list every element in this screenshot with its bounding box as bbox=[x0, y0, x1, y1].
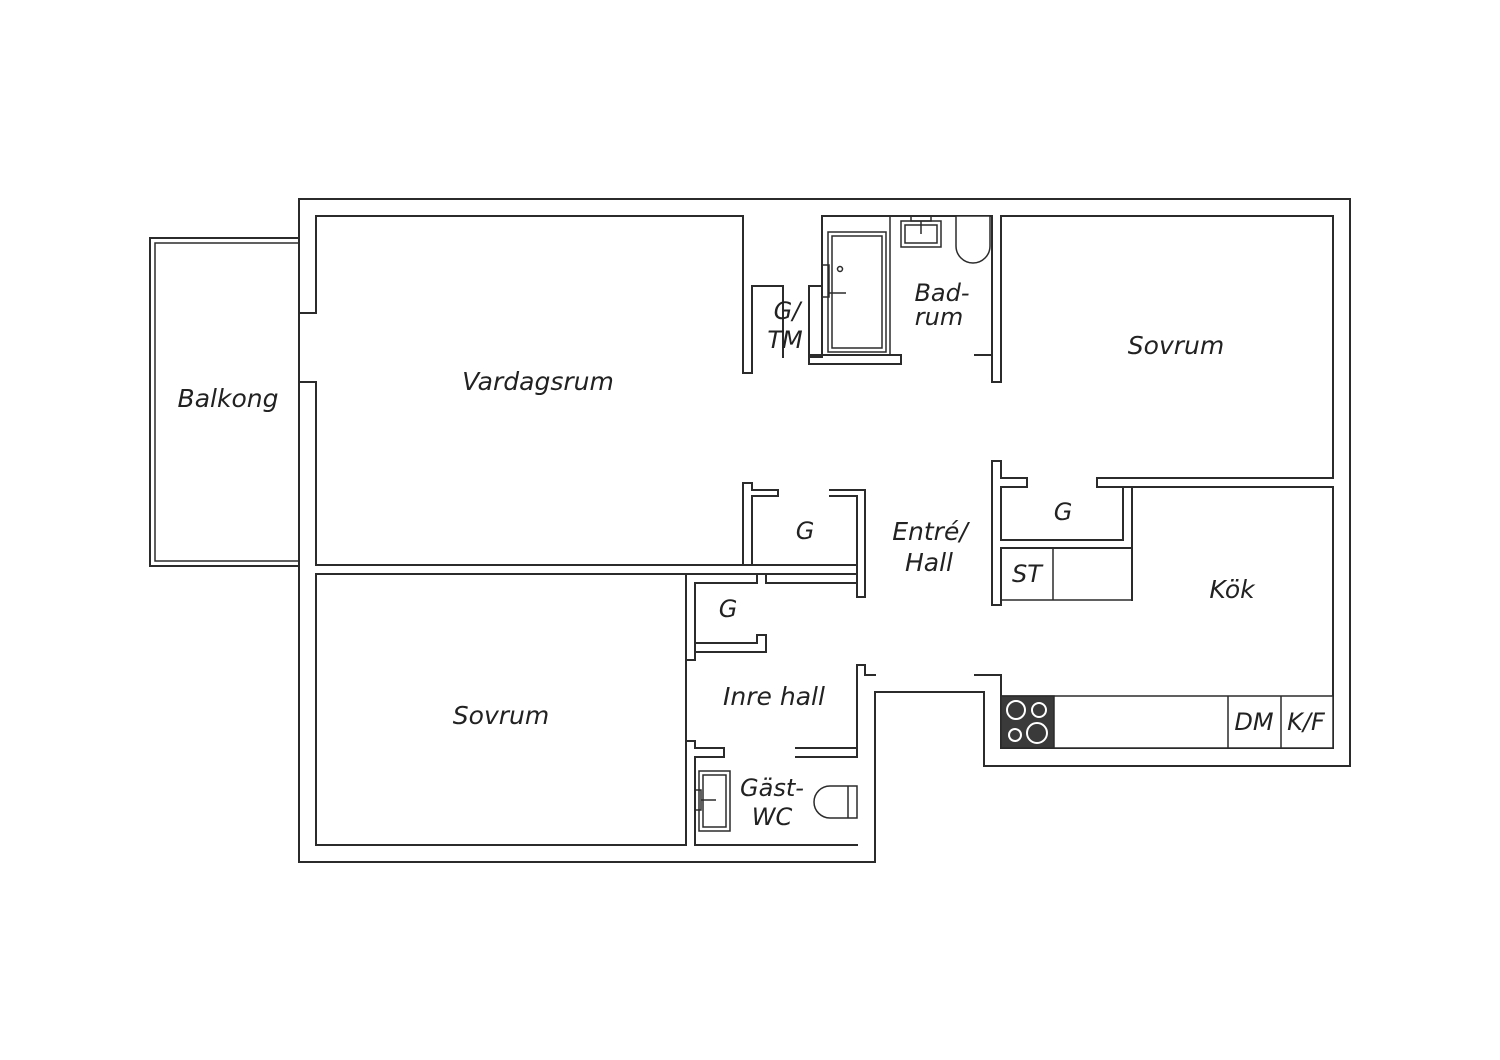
bathroom-zone bbox=[751, 215, 1002, 383]
bedroom-right-label: Sovrum bbox=[1128, 331, 1224, 360]
storage-cabinet bbox=[1000, 547, 1133, 601]
toilet-icon bbox=[955, 215, 991, 264]
center-closets bbox=[685, 482, 866, 661]
shower-icon bbox=[827, 231, 887, 353]
entrance-label-line1: Entré/ bbox=[892, 517, 970, 546]
bathroom-label-line1: Bad- bbox=[914, 279, 969, 307]
outer-wall-outline bbox=[298, 198, 1351, 863]
inner-hall-label: Inre hall bbox=[723, 682, 825, 711]
stove-burner-2 bbox=[1031, 702, 1047, 718]
storage-label: ST bbox=[1012, 560, 1044, 588]
entrance-label-line2: Hall bbox=[905, 548, 953, 577]
bedroom-right-wall bbox=[1000, 215, 1334, 749]
closet-right-label: G bbox=[1054, 498, 1073, 526]
closet-tm-wall bbox=[751, 285, 784, 374]
closet-mid-right-wall bbox=[751, 495, 858, 566]
stove-burner-1 bbox=[1006, 700, 1026, 720]
guest-sink-icon bbox=[698, 770, 731, 832]
shower-drain-icon bbox=[836, 265, 844, 273]
shower-tray bbox=[831, 235, 883, 349]
closet-mid-outer-left bbox=[742, 482, 779, 497]
guest-wc bbox=[685, 664, 876, 846]
stove-burner-4 bbox=[1026, 722, 1048, 744]
sink-tap-icon bbox=[910, 215, 932, 222]
room-labels: Balkong Vardagsrum G/ TM Bad- rum Sovrum… bbox=[178, 279, 1326, 831]
closet-lower-label: G bbox=[719, 595, 738, 623]
balcony bbox=[149, 237, 300, 567]
closet-lower-inner bbox=[694, 573, 758, 661]
bedroom-left-wall bbox=[315, 573, 687, 846]
balcony-inner bbox=[154, 242, 300, 562]
living-room-label: Vardagsrum bbox=[462, 367, 614, 396]
bedroom-left-label: Sovrum bbox=[453, 701, 549, 730]
kitchen-label: Kök bbox=[1209, 575, 1256, 604]
guest-sink-basin bbox=[702, 774, 727, 828]
stove-burner-3 bbox=[1008, 728, 1022, 742]
bathroom-right-wall bbox=[974, 215, 1002, 383]
kitchen-zone bbox=[974, 460, 1334, 749]
bathroom-bottom-wall bbox=[808, 354, 902, 365]
guest-wc-right-wall bbox=[795, 664, 876, 758]
closet-lower-bottom bbox=[685, 634, 767, 661]
outer-walls bbox=[298, 198, 1351, 863]
closet-mid-label: G bbox=[796, 517, 815, 545]
closet-lower-inner-right bbox=[765, 573, 858, 584]
bathroom-label-line2: rum bbox=[915, 303, 963, 331]
guest-toilet-icon bbox=[813, 785, 858, 819]
outer-wall-inner-left-lower bbox=[298, 381, 744, 566]
outer-wall-inner-left bbox=[298, 215, 753, 374]
closet-lower-wall bbox=[685, 564, 858, 661]
balcony-label: Balkong bbox=[178, 384, 279, 413]
bathroom-wall-inner bbox=[808, 285, 823, 358]
fridge-freezer-label: K/F bbox=[1287, 708, 1326, 736]
guest-wc-label-line2: WC bbox=[752, 803, 793, 831]
guest-wc-wall bbox=[685, 740, 858, 846]
bedroom-right-walls bbox=[1000, 215, 1334, 749]
closet-mid-outer-right bbox=[829, 489, 866, 598]
bedroom-left-walls bbox=[298, 564, 687, 846]
dishwasher-label: DM bbox=[1234, 708, 1273, 736]
closet-tm-label-line1: G/ bbox=[774, 297, 804, 325]
closet-mid-wall bbox=[742, 482, 779, 566]
shower-tap-icon bbox=[821, 264, 830, 298]
closet-right-wall bbox=[991, 460, 1133, 601]
closet-tm-label-line2: TM bbox=[767, 326, 803, 354]
guest-wc-label-line1: Gäst- bbox=[740, 774, 804, 802]
